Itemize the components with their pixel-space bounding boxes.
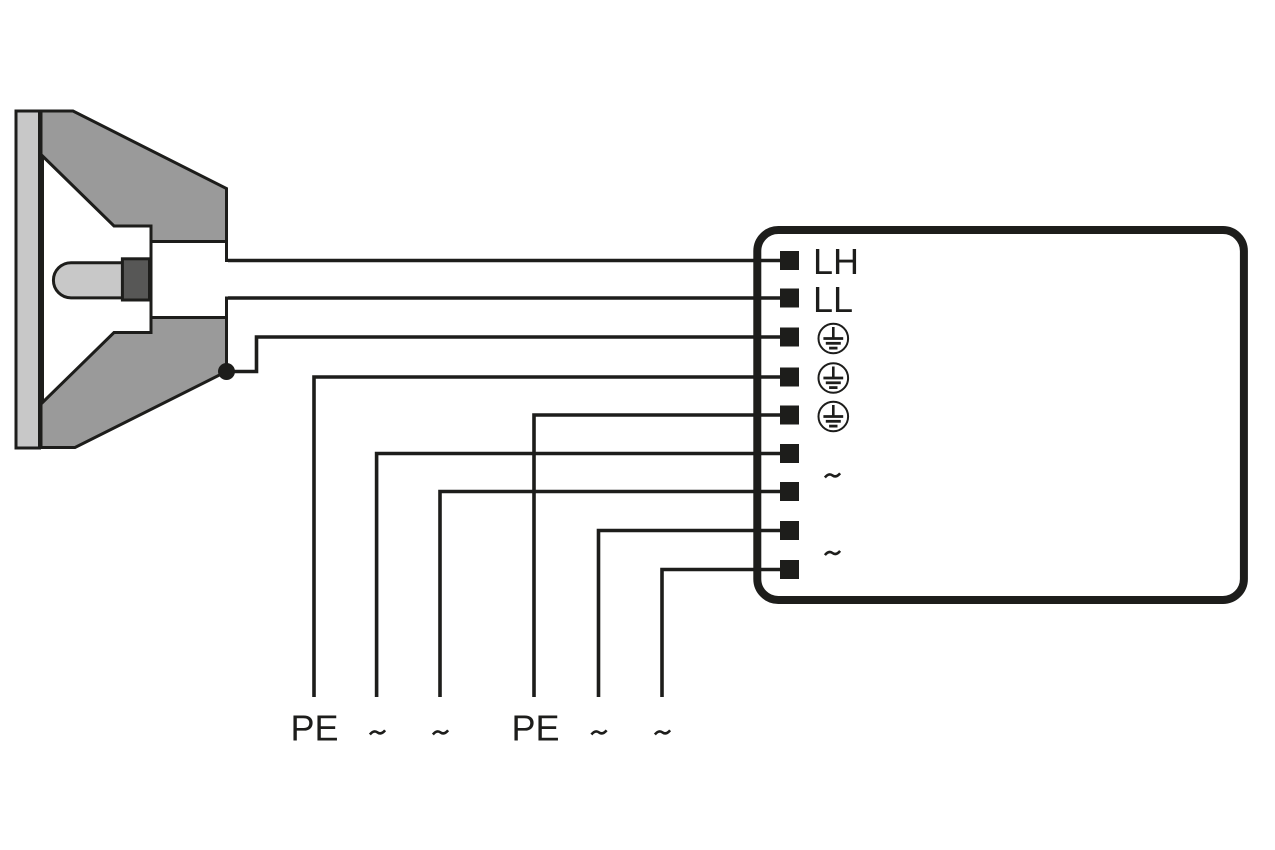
svg-text:PE: PE (512, 707, 560, 748)
svg-text:LH: LH (813, 241, 859, 282)
svg-text:LL: LL (813, 279, 853, 320)
svg-text:PE: PE (291, 707, 339, 748)
